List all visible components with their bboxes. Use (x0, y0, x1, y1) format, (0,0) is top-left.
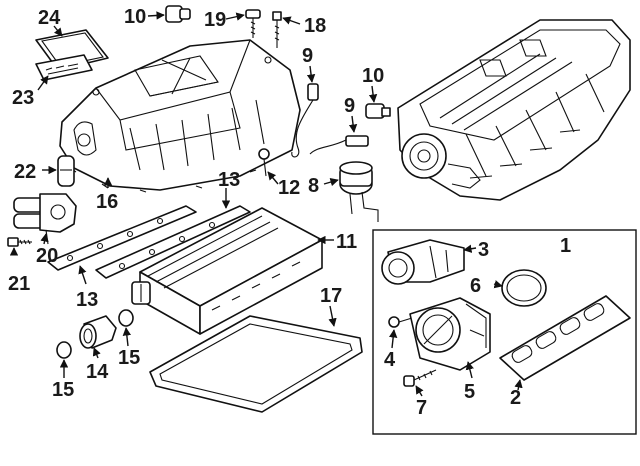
callout-2: 2 (510, 387, 521, 409)
callout-24: 24 (38, 7, 61, 29)
solenoid-part-8 (339, 161, 379, 222)
manifold-gasket-part-2 (499, 295, 631, 381)
gasket-part-17 (149, 315, 363, 413)
callout-7: 7 (416, 397, 427, 419)
callout-13-top: 13 (218, 169, 240, 191)
bolt-part-19 (245, 9, 261, 38)
callout-5: 5 (464, 381, 475, 403)
bolt-part-4 (388, 316, 413, 328)
callout-1: 1 (560, 235, 571, 257)
callout-17: 17 (320, 285, 342, 307)
callout-11: 11 (336, 231, 357, 253)
o-ring-part-6 (501, 269, 547, 307)
o-ring-part-15-lower (56, 341, 72, 359)
valve-part-20 (13, 193, 77, 245)
callout-23: 23 (12, 87, 34, 109)
group-box-item-1 (372, 229, 637, 435)
leader-lines (9, 11, 523, 397)
callout-19: 19 (204, 9, 226, 31)
callout-12: 12 (278, 177, 300, 199)
callout-20: 20 (36, 245, 58, 267)
sensor-part-10-top (165, 5, 191, 23)
throttle-body-part-5 (409, 297, 491, 371)
callout-18: 18 (304, 15, 326, 37)
decal-part-23 (35, 54, 93, 81)
supercharger-cover-part-16 (59, 39, 301, 193)
intercooler-part-11 (131, 207, 323, 335)
callout-16: 16 (96, 191, 118, 213)
o-ring-part-15-upper (118, 309, 134, 327)
sensor-part-10-right (365, 103, 391, 119)
callout-3: 3 (478, 239, 489, 261)
callout-22: 22 (14, 161, 36, 183)
callout-10-right: 10 (362, 65, 384, 87)
callout-15-right: 15 (118, 347, 140, 369)
bolt-part-7 (403, 369, 437, 387)
cap-part-22 (57, 155, 75, 187)
stud-part-18 (272, 11, 282, 48)
supercharger-assembly (397, 19, 631, 201)
callout-9-lower: 9 (344, 95, 355, 117)
callout-8: 8 (308, 175, 319, 197)
gasket-strips-part-13 (47, 205, 251, 279)
callout-13-bottom: 13 (76, 289, 98, 311)
sensor-wire-part-9-lower (309, 135, 369, 155)
callout-14: 14 (86, 361, 109, 383)
bolt-part-21 (7, 237, 32, 247)
sensor-wire-part-9-upper (291, 83, 319, 158)
callout-4: 4 (384, 349, 396, 371)
callout-9-upper: 9 (302, 45, 313, 67)
callout-10-top: 10 (124, 6, 146, 28)
fitting-part-14 (79, 315, 117, 349)
callout-15-left: 15 (52, 379, 74, 401)
callout-labels: 24 10 19 18 23 9 10 9 22 16 13 12 8 11 2… (8, 6, 571, 419)
bolt-part-12 (258, 148, 270, 177)
callout-6: 6 (470, 275, 481, 297)
callout-21: 21 (8, 273, 30, 295)
throttle-body-part-3 (381, 239, 465, 285)
